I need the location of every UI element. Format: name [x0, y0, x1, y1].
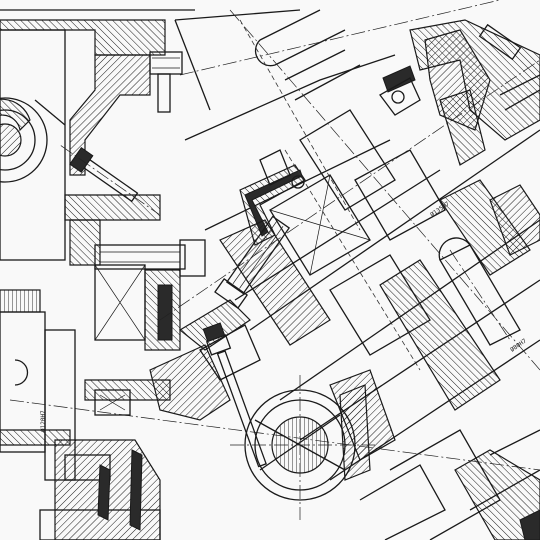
grease-fitting-left [60, 145, 160, 215]
main-shaft-section [230, 369, 396, 520]
bolt-left-middle [94, 239, 206, 351]
left-bearing-ring [0, 97, 66, 183]
adjusting-pin [202, 322, 267, 468]
main-diagonal-body [9, 0, 540, 540]
left-housing [0, 9, 195, 540]
bolt-top-left [149, 51, 183, 113]
label-bore-left: Ø120H7 [40, 410, 47, 432]
label-shaft-right: Ø80H7 [509, 337, 528, 353]
